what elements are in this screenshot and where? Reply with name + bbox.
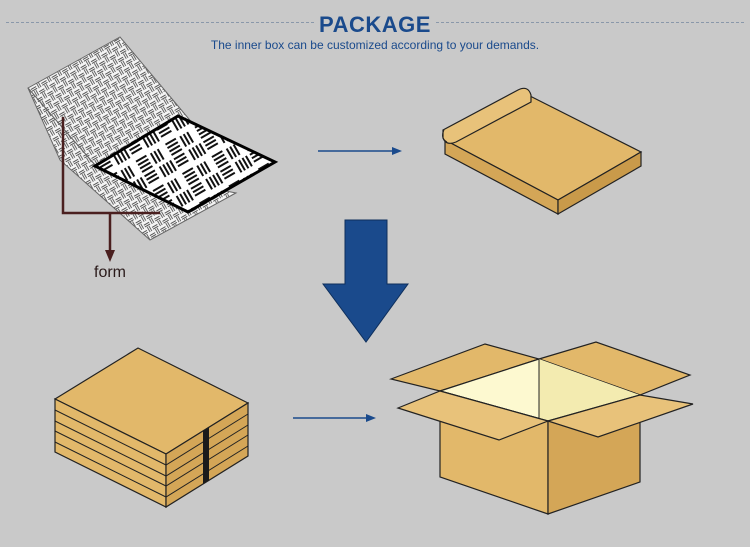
open-carton-box [388,341,694,515]
patterned-sheet [27,36,279,241]
tray-rolled-edge [442,87,532,144]
page-subtitle: The inner box can be customized accordin… [210,38,540,52]
stack-strap [203,427,209,484]
header: PACKAGE The inner box can be customized … [0,0,750,60]
lines-pattern-panel [91,114,279,214]
form-bracket [61,117,160,262]
big-down-arrow-icon [322,219,409,343]
tray-top [443,95,643,201]
page-title: PACKAGE [319,12,431,37]
header-divider-left [6,22,314,23]
thin-right-arrow-icon [318,147,402,155]
flat-tray [442,87,643,216]
form-label: form [94,264,126,281]
header-divider-right [436,22,744,23]
flat-box-stack [53,347,250,509]
box-inside-back-wall [539,359,640,421]
form-arrow-head-icon [105,250,115,262]
thin-right-arrow-icon [293,414,376,422]
front-right-flap [545,394,694,438]
tray-side [557,150,642,216]
